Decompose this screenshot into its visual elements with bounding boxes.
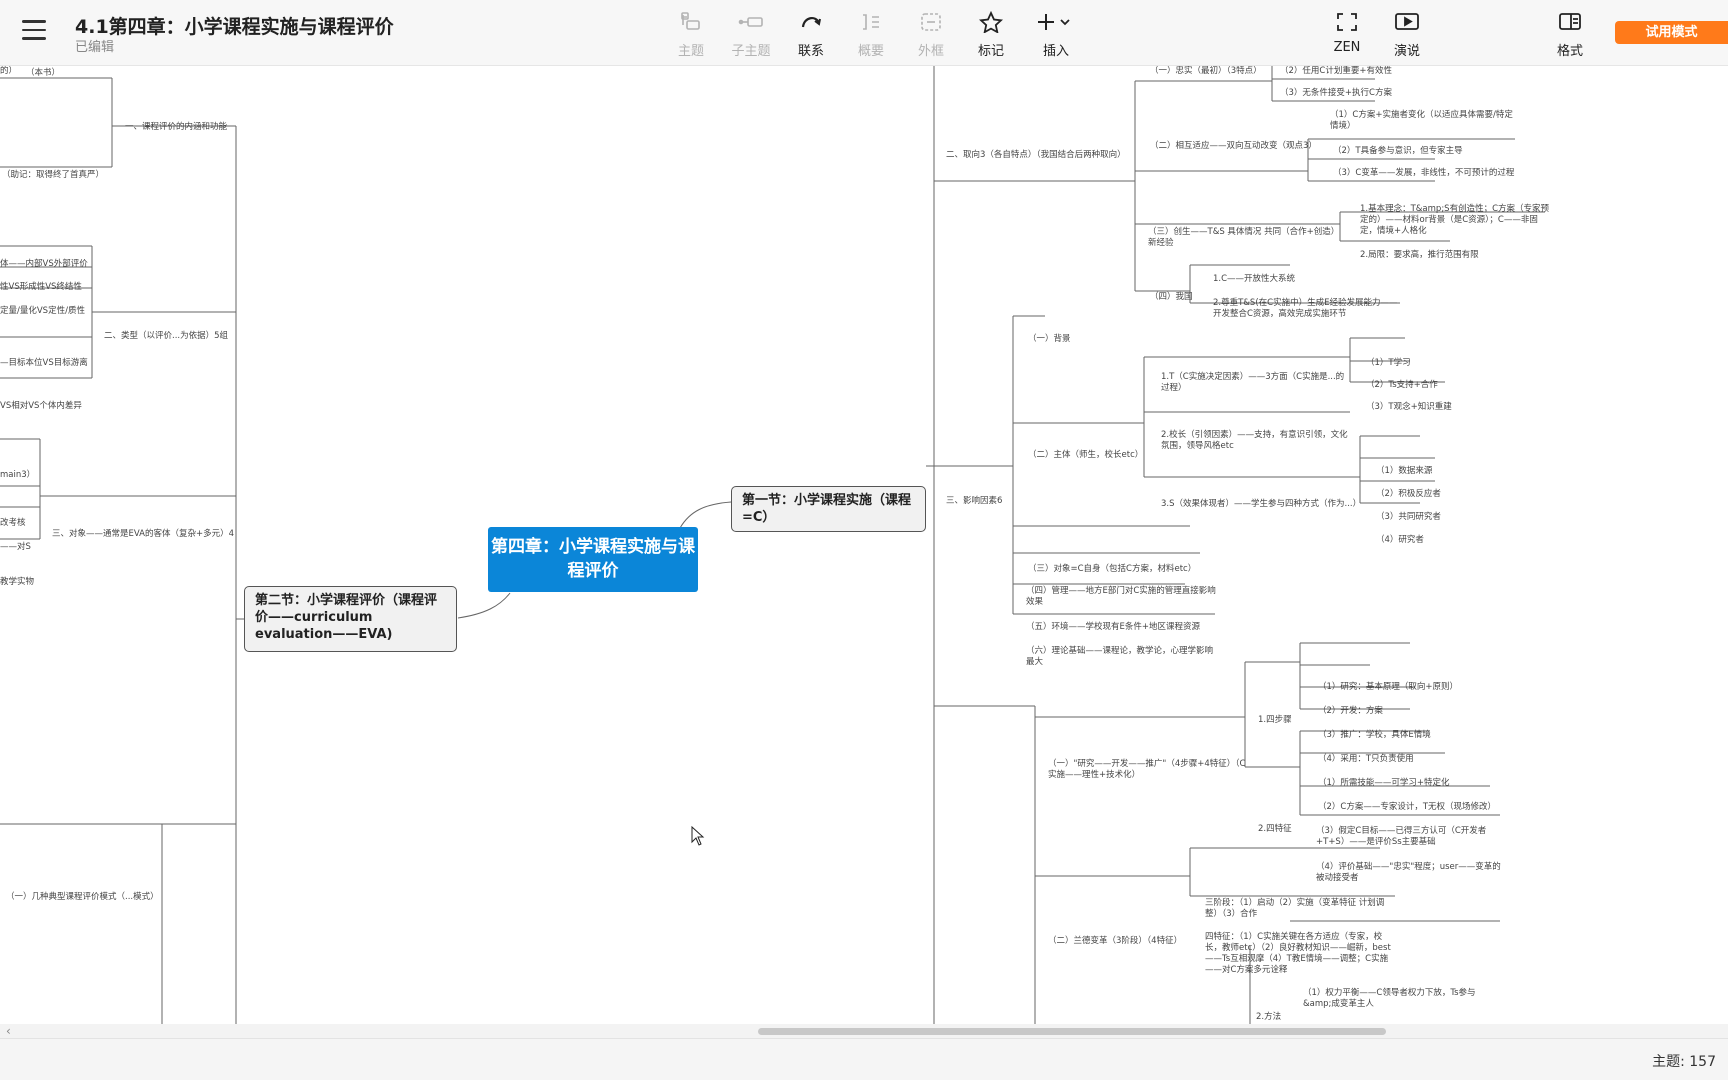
node-factor-env[interactable]: （五）环境——学校现有E条件+地区课程资源	[1026, 622, 1200, 632]
node-model-m1[interactable]: （1）权力平衡——C领导者权力下放，Ts参与&amp;成变革主人	[1303, 988, 1476, 1009]
node-model-st1[interactable]: （1）研究：基本原理（取向+原则）	[1318, 682, 1459, 692]
connector-lines	[0, 66, 1545, 1025]
marker-button[interactable]: 标记	[961, 10, 1021, 59]
subtopic-icon	[721, 10, 781, 34]
node-orient-d1[interactable]: 1.C——开放性大系统	[1213, 274, 1296, 284]
node-factor-p[interactable]: 2.校长（引领因素）——支持，有意识引领，文化氛围，领导风格etc	[1161, 430, 1348, 451]
fullscreen-icon	[1317, 10, 1377, 34]
node-factor-s2[interactable]: （2）积极反应者	[1376, 489, 1441, 499]
node-factor-mgmt[interactable]: （四）管理——地方E部门对C实施的管理直接影响效果	[1026, 586, 1216, 607]
node-model-st4[interactable]: （4）采用：T只负责使用	[1318, 754, 1414, 764]
scrollbar-thumb[interactable]	[758, 1028, 1386, 1035]
node-left-c3[interactable]: 教学实物	[0, 577, 35, 587]
document-title[interactable]: 4.1第四章：小学课程实施与课程评价	[75, 16, 394, 38]
horizontal-scrollbar[interactable]: ‹	[0, 1024, 1728, 1038]
node-model-fullan[interactable]: （二）兰德变革（3阶段）（4特征）	[1048, 936, 1183, 946]
node-model-st2[interactable]: （2）开发：方案	[1318, 706, 1383, 716]
format-button[interactable]: 格式	[1540, 10, 1600, 59]
menu-icon[interactable]	[22, 20, 46, 42]
node-orient-d2[interactable]: 2.尊重T&S(在C实施中）生成E经验发展能力——开发整合C资源，高效完成实施环…	[1213, 298, 1398, 319]
plus-icon	[1026, 10, 1086, 34]
node-left-b[interactable]: 二、类型（以评价...为依据）5组	[104, 331, 229, 341]
node-left-a0b[interactable]: 的）	[0, 66, 18, 76]
node-factor-s3[interactable]: （3）共同研究者	[1376, 512, 1441, 522]
pitch-button[interactable]: 演说	[1377, 10, 1437, 59]
node-factor-s[interactable]: 3.S（效果体现者）——学生参与四种方式（作为...）	[1161, 499, 1362, 509]
node-left-b3[interactable]: 定量/量化VS定性/质性	[0, 306, 85, 316]
insert-button[interactable]: 插入	[1026, 10, 1086, 59]
relationship-icon	[781, 10, 841, 34]
node-model-f3[interactable]: （3）假定C目标——已得三方认可（C开发者+T+S）——是评价Ss主要基础	[1316, 826, 1487, 847]
node-model-f4[interactable]: （4）评价基础——"忠实"程度；user——变革的被动接受者	[1316, 862, 1501, 883]
node-model-fb[interactable]: 四特征：（1）C实施关键在各方适应（专家，校长，教师etc）（2）良好教材知识—…	[1205, 932, 1391, 975]
node-model-f1[interactable]: （1）所需技能——可学习+特定化	[1318, 778, 1450, 788]
node-model-feat[interactable]: 2.四特征	[1258, 824, 1292, 834]
node-left-b2[interactable]: 性VS形成性VS终结性	[0, 282, 82, 292]
relationship-button[interactable]: 联系	[781, 10, 841, 59]
node-orient-c[interactable]: （三）创生——T&S 具体情况 共同（合作+创造）新经验	[1148, 227, 1335, 248]
summary-button[interactable]: 概要	[841, 10, 901, 59]
node-orient-a[interactable]: （一）忠实（最初）（3特点）	[1150, 66, 1262, 76]
scroll-left-icon[interactable]: ‹	[6, 1024, 11, 1038]
node-left-d[interactable]: （一）几种典型课程评价模式（...模式）	[6, 892, 159, 902]
node-factor-theory[interactable]: （六）理论基础——课程论，教学论，心理学影响最大	[1026, 646, 1214, 667]
trial-mode-button[interactable]: 试用模式	[1615, 21, 1728, 44]
node-factor-subject[interactable]: （二）主体（师生，校长etc）	[1028, 450, 1144, 460]
format-panel-icon	[1540, 10, 1600, 34]
node-model-st3[interactable]: （3）推广：学校，具体E情境	[1318, 730, 1431, 740]
zen-button[interactable]: ZEN	[1317, 10, 1377, 55]
boundary-button[interactable]: 外框	[901, 10, 961, 59]
central-topic[interactable]: 第四章：小学课程实施与课程评价	[488, 527, 698, 592]
node-orient[interactable]: 二、取向3（各自特点）（我国结合后两种取向）	[946, 150, 1126, 160]
node-factors[interactable]: 三、影响因素6	[946, 496, 1003, 506]
node-factor-object[interactable]: （三）对象=C自身（包括C方案，材料etc）	[1028, 564, 1197, 574]
summary-icon	[841, 10, 901, 34]
node-left-a0[interactable]: （本书）	[26, 68, 61, 78]
node-left-c0[interactable]: main3）	[0, 470, 36, 480]
node-left-c2[interactable]: ——对S	[0, 542, 31, 552]
node-factor-t1[interactable]: （1）T学习	[1366, 358, 1411, 368]
mouse-cursor-icon	[691, 826, 705, 846]
node-orient-b3[interactable]: （3）C变革——发展，非线性，不可预计的过程	[1333, 168, 1515, 178]
topic-icon	[661, 10, 721, 34]
node-orient-d[interactable]: （四）我国	[1150, 292, 1193, 302]
node-factor-t2[interactable]: （2）Ts支持+合作	[1366, 380, 1438, 390]
save-status: 已编辑	[75, 40, 115, 55]
node-left-b4[interactable]: —目标本位VS目标游离	[0, 358, 88, 368]
node-orient-b[interactable]: （二）相互适应——双向互动改变（观点3）	[1150, 141, 1317, 151]
section1-topic[interactable]: 第一节：小学课程实施（课程=C）	[731, 486, 926, 532]
subtopic-button[interactable]: 子主题	[721, 10, 781, 59]
node-left-b5[interactable]: VS相对VS个体内差异	[0, 401, 82, 411]
node-factor-t[interactable]: 1.T（C实施决定因素）——3方面（C实施是...的过程）	[1161, 372, 1345, 393]
topic-button[interactable]: 主题	[661, 10, 721, 59]
node-left-c[interactable]: 三、对象——通常是EVA的客体（复杂+多元）4	[52, 529, 234, 539]
node-model-rdd[interactable]: （一）"研究——开发——推广"（4步骤+4特征）（C实施——理性+技术化）	[1048, 759, 1246, 780]
section2-topic[interactable]: 第二节：小学课程评价（课程评价——curriculum evaluation——…	[244, 586, 457, 652]
node-orient-c2[interactable]: 2.局限：要求高，推行范围有限	[1360, 250, 1479, 260]
node-model-methods[interactable]: 2.方法	[1256, 1012, 1282, 1022]
node-left-a[interactable]: 一、课程评价的内涵和功能	[125, 122, 228, 132]
boundary-icon	[901, 10, 961, 34]
node-model-steps[interactable]: 1.四步骤	[1258, 715, 1292, 725]
node-left-mem[interactable]: （助记：取得终了首真严）	[2, 170, 105, 180]
topic-count: 主题: 157	[1652, 1054, 1716, 1070]
node-factor-bg[interactable]: （一）背景	[1028, 334, 1071, 344]
mindmap-canvas[interactable]: 第四章：小学课程实施与课程评价 第一节：小学课程实施（课程=C） 第二节：小学课…	[0, 66, 1728, 1025]
top-toolbar: 4.1第四章：小学课程实施与课程评价 已编辑 主题 子主题 联系 概要 外框 标…	[0, 0, 1728, 66]
node-model-f2[interactable]: （2）C方案——专家设计，T无权（现场修改）	[1318, 802, 1497, 812]
play-icon	[1377, 10, 1437, 34]
node-orient-a2[interactable]: （2）任用C计划重要+有效性	[1280, 66, 1392, 76]
node-orient-a3[interactable]: （3）无条件接受+执行C方案	[1280, 88, 1392, 98]
node-orient-b1[interactable]: （1）C方案+实施者变化（以适应具体需要/特定情境）	[1330, 110, 1513, 131]
node-orient-b2[interactable]: （2）T具备参与意识，但专家主导	[1333, 146, 1463, 156]
node-factor-s1[interactable]: （1）数据来源	[1376, 466, 1433, 476]
node-orient-c1[interactable]: 1.基本理念：T&amp;S有创造性；C方案（专家预定的）——材料or背景（是C…	[1360, 204, 1550, 236]
node-left-b1[interactable]: 体——内部VS外部评价	[0, 259, 88, 269]
node-model-fa[interactable]: 三阶段：（1）启动（2）实施（变革特征 计划调整）（3）合作	[1205, 898, 1385, 919]
node-left-c1[interactable]: 改考核	[0, 518, 26, 528]
node-factor-t3[interactable]: （3）T观念+知识重建	[1366, 402, 1452, 412]
node-factor-s4[interactable]: （4）研究者	[1376, 535, 1424, 545]
star-icon	[961, 10, 1021, 34]
status-bar: 主题: 157	[0, 1038, 1728, 1080]
